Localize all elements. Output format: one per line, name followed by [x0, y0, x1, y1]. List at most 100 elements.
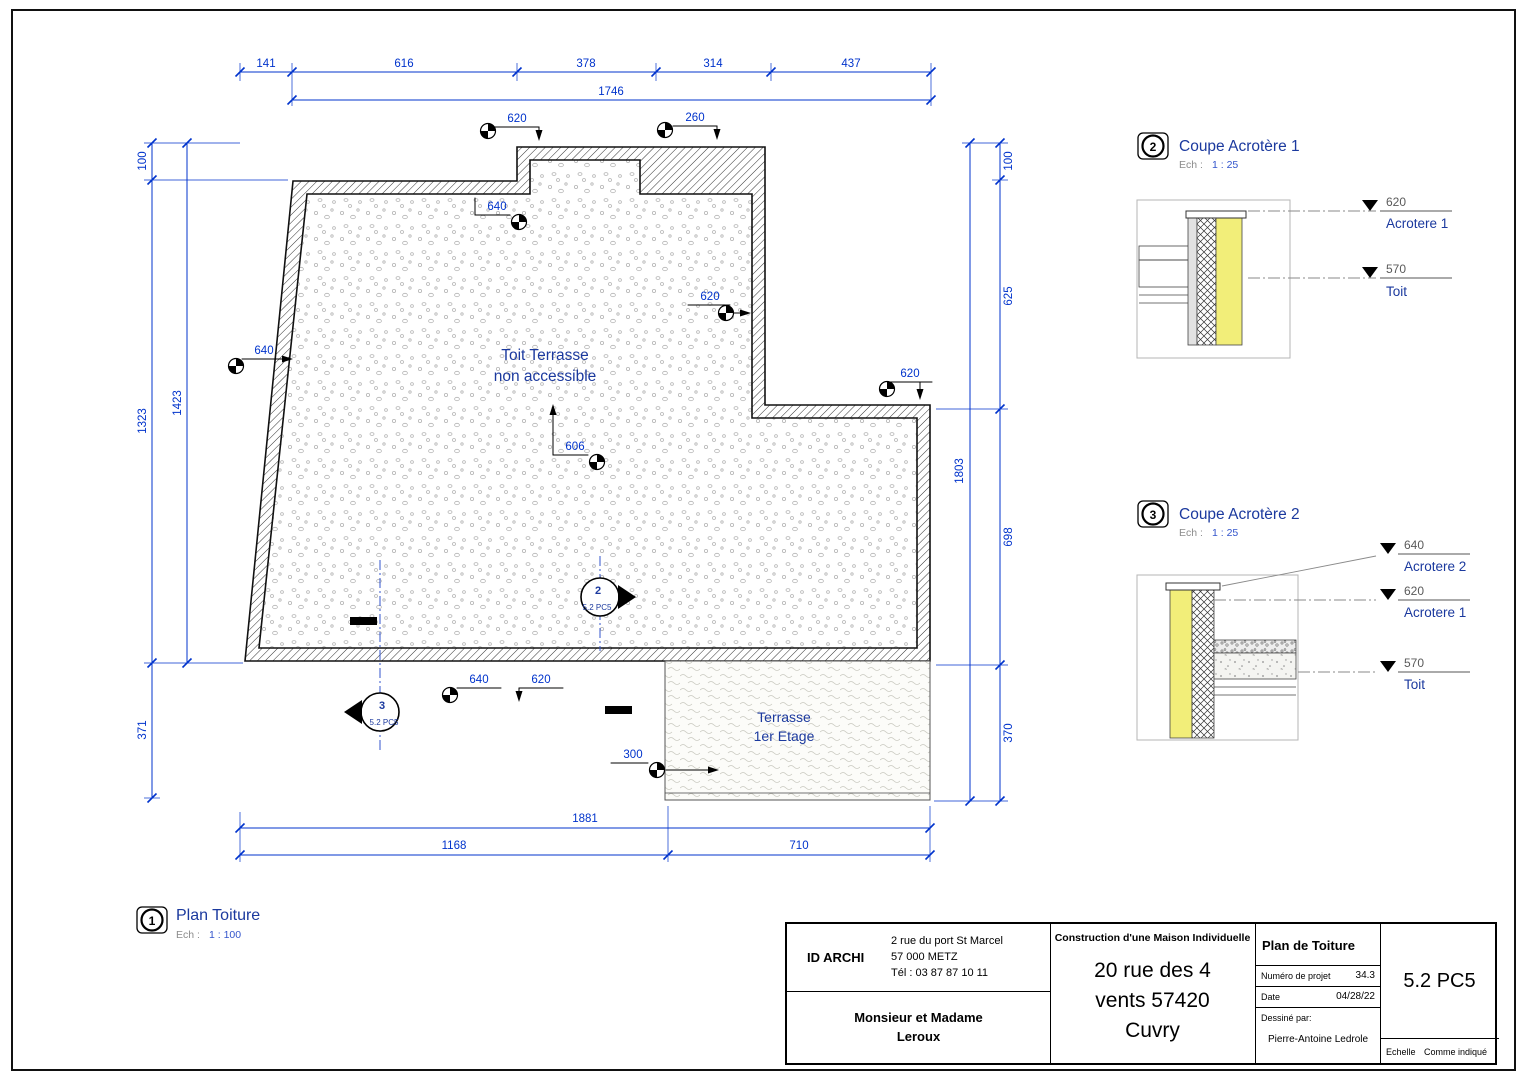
dim-spot-640-inner: 640 — [487, 201, 506, 213]
title-block: ID ARCHI 2 rue du port St Marcel 57 000 … — [785, 922, 1499, 1065]
terrace-first-floor — [664, 660, 931, 801]
level-570-label: Toit — [1404, 677, 1425, 692]
roof-plan: Toit Terrasse non accessible Terrasse 1e… — [244, 146, 931, 801]
sheet-title-cell: Plan de Toiture — [1255, 924, 1380, 965]
dimensions-left: 100 1323 371 1423 — [137, 137, 288, 804]
company-address-1: 2 rue du port St Marcel — [891, 935, 1003, 947]
sheet-number: 5.2 PC5 — [1403, 969, 1476, 992]
company-address-2: 57 000 METZ — [891, 950, 958, 963]
dim-right-698: 698 — [1003, 527, 1015, 546]
level-callout-640: 640 Acrotere 2 — [1380, 538, 1470, 574]
dim-spot-620-bottom: 620 — [531, 674, 550, 686]
view-3-number: 3 — [1150, 508, 1157, 522]
coping-cap — [1185, 210, 1247, 219]
roof-label-line2: non accessible — [494, 368, 597, 385]
spot-620-right: 620 — [878, 368, 933, 400]
level-callout-620: 620 Acrotere 1 — [1362, 195, 1452, 231]
titleblock-divider — [1255, 924, 1256, 1063]
section-2-sheet-ref: 5.2 PC5 — [583, 603, 612, 612]
view-title-plan: 1 Plan Toiture Ech : 1 : 100 — [135, 905, 260, 941]
dim-spot-620-right: 620 — [900, 368, 919, 380]
dim-top-314: 314 — [703, 58, 723, 70]
roof-opening-1 — [350, 617, 377, 625]
dim-left-1323: 1323 — [137, 408, 149, 434]
roof-label-line1: Toit Terrasse — [501, 347, 589, 364]
sheet-border — [11, 9, 1516, 1071]
level-570-label: Toit — [1386, 284, 1407, 299]
level-callout-570: 570 Toit — [1362, 262, 1452, 299]
dim-spot-620-top: 620 — [507, 113, 526, 125]
section-3-sheet-ref: 5.2 PC5 — [370, 718, 399, 727]
spot-620-bottom: 620 — [515, 674, 564, 702]
dim-right-100: 100 — [1003, 151, 1015, 170]
spot-300: 300 — [610, 749, 719, 779]
drawn-by-label: Dessiné par: — [1261, 1013, 1312, 1023]
dim-top-141: 141 — [256, 58, 275, 70]
sheet-number-cell: 5.2 PC5 — [1380, 924, 1499, 1038]
level-640-value: 640 — [1404, 538, 1424, 552]
dim-left-371: 371 — [137, 720, 149, 739]
scale-value: Comme indiqué — [1424, 1047, 1488, 1057]
level-callout-570: 570 Toit — [1380, 656, 1470, 692]
project-cell: Construction d'une Maison Individuelle 2… — [1050, 924, 1255, 1063]
terrace-label-line2: 1er Etage — [754, 728, 815, 744]
spot-dimensions: 620 260 640 640 62 — [227, 112, 933, 779]
dim-right-625: 625 — [1003, 286, 1015, 305]
dimensions-bottom: 1881 1168 710 — [234, 806, 936, 862]
project-number-value: 34.3 — [1355, 970, 1375, 981]
roof-walls — [244, 146, 931, 662]
spot-620-top: 620 — [479, 113, 543, 141]
section-marker-2: 2 5.2 PC5 — [580, 556, 636, 651]
titleblock-divider — [1050, 924, 1051, 1063]
spot-640-inner: 640 — [474, 197, 528, 231]
insulation-layer — [1169, 589, 1193, 739]
spot-606: 606 — [549, 404, 606, 471]
company-name: ID ARCHI — [807, 950, 865, 965]
dim-spot-640-bottom: 640 — [469, 674, 488, 686]
insulation-layer — [1215, 217, 1243, 346]
roof-opening-2 — [605, 706, 632, 714]
dim-spot-640-left: 640 — [254, 345, 273, 357]
coupe-acrotere-1: 2 Coupe Acrotère 1 Ech : 1 : 25 620 Acro… — [1136, 131, 1452, 359]
project-address-2: vents 57420 — [1095, 989, 1210, 1012]
project-type: Construction d'une Maison Individuelle — [1054, 932, 1251, 944]
view-3-scale: 1 : 25 — [1212, 527, 1238, 539]
spot-640-bottom: 640 — [441, 674, 502, 704]
view-2-scale: 1 : 25 — [1212, 159, 1238, 171]
architect-cell: ID ARCHI 2 rue du port St Marcel 57 000 … — [787, 924, 1050, 992]
dim-top-437: 437 — [841, 58, 860, 70]
view-2-scale-label: Ech : — [1179, 159, 1203, 171]
dim-right-total-1803: 1803 — [954, 458, 966, 484]
spot-260: 260 — [656, 112, 721, 140]
dim-left-100: 100 — [137, 151, 149, 170]
project-address-3: Cuvry — [1125, 1019, 1180, 1042]
section-arrow-left — [344, 700, 362, 724]
project-number-label: Numéro de projet — [1261, 971, 1331, 981]
level-570-value: 570 — [1404, 656, 1424, 670]
level-570-value: 570 — [1386, 262, 1406, 276]
sheet-title: Plan de Toiture — [1262, 938, 1355, 953]
dim-spot-606: 606 — [565, 441, 584, 453]
view-1-title: Plan Toiture — [176, 907, 260, 924]
dim-top-total-1746: 1746 — [598, 86, 624, 98]
date-label: Date — [1261, 992, 1281, 1002]
dimensions-right: 1803 100 625 698 370 — [934, 137, 1015, 807]
client-name-1: Monsieur et Madame — [854, 1010, 983, 1026]
dim-spot-620-mid: 620 — [700, 291, 719, 303]
view-1-scale-label: Ech : — [176, 929, 200, 941]
spot-620-mid: 620 — [687, 291, 751, 322]
level-620-value: 620 — [1386, 195, 1406, 209]
dim-bottom-710: 710 — [789, 840, 808, 852]
date-value: 04/28/22 — [1336, 991, 1375, 1002]
dim-bottom-total-1881: 1881 — [572, 813, 598, 825]
titleblock-divider — [1380, 924, 1381, 1063]
section-marker-3: 3 5.2 PC5 — [344, 560, 400, 752]
level-620-label: Acrotere 1 — [1404, 605, 1466, 620]
company-phone: Tél : 03 87 87 10 11 — [891, 966, 989, 979]
client-cell: Monsieur et Madame Leroux — [787, 992, 1050, 1063]
terrace-label-line1: Terrasse — [757, 709, 811, 725]
level-620-label: Acrotere 1 — [1386, 216, 1448, 231]
drawn-by-cell: Dessiné par: Pierre-Antoine Ledrole — [1255, 1007, 1380, 1063]
